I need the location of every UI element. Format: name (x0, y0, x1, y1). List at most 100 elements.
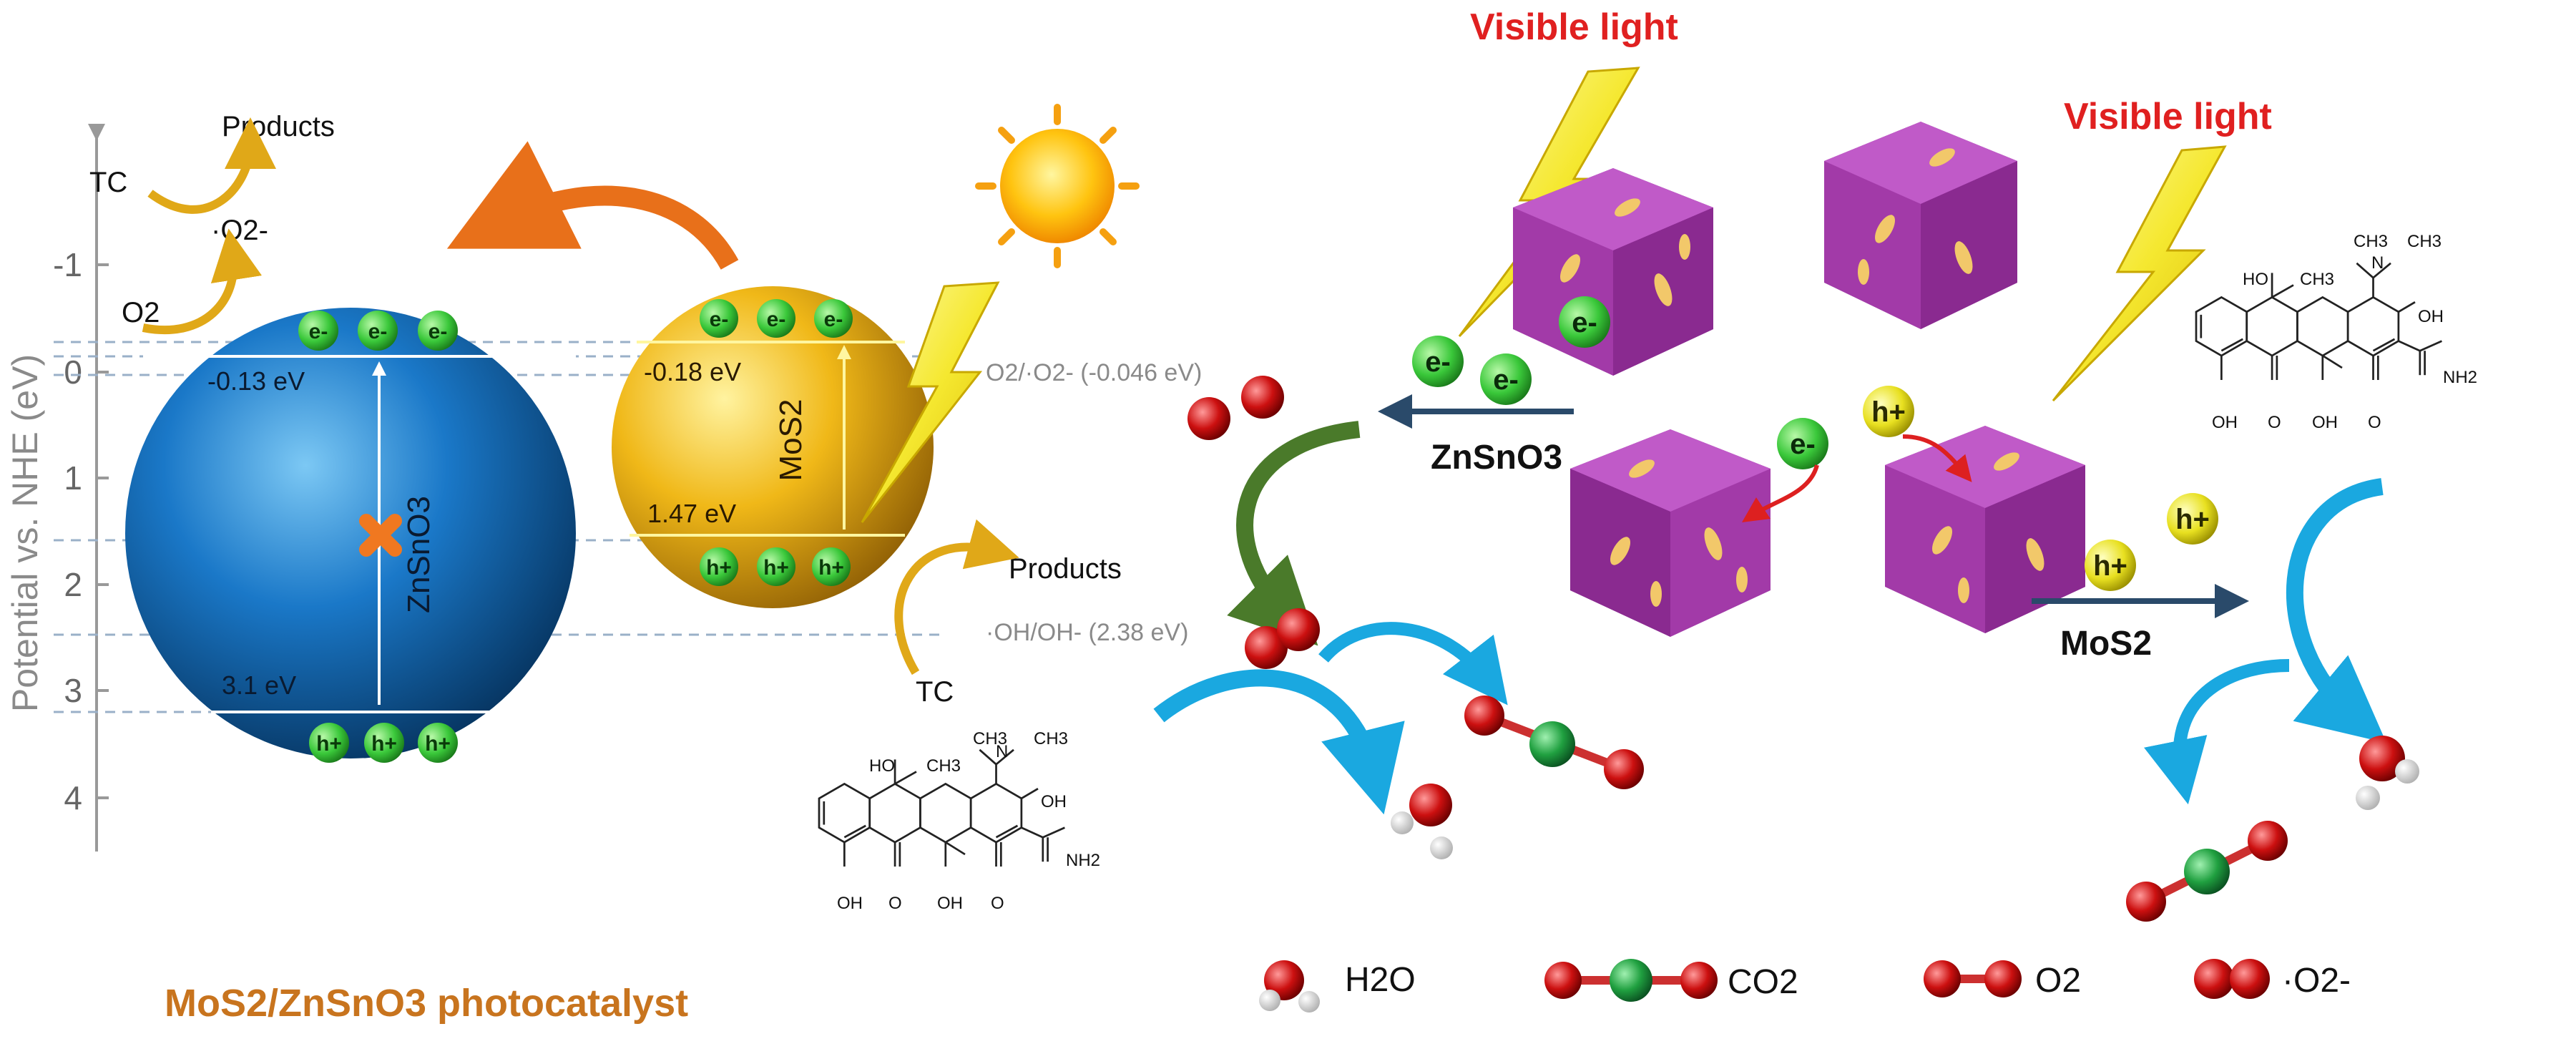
carbon-atom (1610, 959, 1652, 1002)
oxygen-atom (1245, 626, 1288, 669)
legend-label: ·O2- (2282, 962, 2351, 1000)
hydrogen-atom (1298, 991, 1320, 1013)
y-tick-label: 2 (64, 566, 82, 603)
hole-migration-arrow (1902, 434, 1972, 482)
electron-particle (700, 299, 738, 338)
atom-label: OH (1041, 792, 1067, 811)
electron-symbol: e- (368, 320, 388, 343)
electron-symbol: e- (710, 308, 729, 331)
atom-label: O (2268, 413, 2281, 432)
hole-symbol: h+ (425, 732, 451, 756)
mechanism-electrons: e- e- e- e- (1412, 296, 1828, 469)
products-label-right: Products (1009, 553, 1122, 585)
figure-caption: MoS2/ZnSnO3 photocatalyst (165, 982, 688, 1025)
mos2-arrow-label: MoS2 (2060, 625, 2152, 663)
hole-particle (1863, 386, 1914, 437)
oxygen-atom (1984, 960, 2022, 997)
oxygen-atom (1604, 749, 1644, 789)
hole-symbol: h+ (1871, 396, 1906, 428)
y-axis-ticks (97, 263, 109, 799)
visible-light-label-2: Visible light (2064, 96, 2272, 137)
superoxide-label-top: ·O2- (211, 215, 268, 246)
degradation-arrow (2144, 659, 2290, 805)
znsno3-sphere-label: ZnSnO3 (401, 496, 436, 613)
legend-item-o2: O2 (1924, 960, 2081, 1000)
atom-label: CH3 (926, 756, 961, 776)
cube-particle (1824, 122, 2017, 329)
oxygen-atom (1187, 397, 1230, 440)
oxygen-atom (2359, 736, 2405, 781)
reduction-arrow (1227, 421, 1361, 646)
znsno3-holes: h+ h+ h+ (309, 723, 458, 763)
o2-reference-label: O2/·O2- (-0.046 eV) (986, 359, 1202, 386)
electron-particle (1777, 418, 1828, 469)
electron-transfer-arrow (446, 141, 739, 270)
visible-light-label-1: Visible light (1470, 6, 1678, 48)
degradation-arrow (2286, 478, 2387, 743)
tc-degradation-arrow-top (147, 117, 276, 214)
y-tick-label: -1 (53, 246, 82, 283)
cube-particle (1570, 429, 1771, 637)
y-tick-label: 3 (64, 672, 82, 709)
co2-molecule (2126, 821, 2288, 922)
y-tick-label: 1 (64, 459, 82, 497)
oxygen-atom (2230, 959, 2270, 999)
o2-reduction-arrow (142, 228, 263, 335)
electron-particle (418, 311, 458, 351)
oxygen-atom (1264, 960, 1304, 1000)
oxygen-atom (1409, 784, 1452, 826)
oh-reference-label: ·OH/OH- (2.38 eV) (986, 619, 1188, 646)
atom-label: CH3 (2407, 232, 2442, 251)
electron-symbol: e- (1572, 307, 1597, 338)
legend-item-superoxide: ·O2- (2194, 959, 2351, 1000)
electron-particle (1559, 296, 1610, 348)
hydrogen-atom (1259, 990, 1280, 1011)
atom-label: HO (869, 756, 895, 776)
y-tick-label: 0 (64, 353, 82, 391)
znsno3-vb-value: 3.1 eV (222, 670, 296, 700)
cube-particles (1513, 122, 2085, 637)
znsno3-cb-value: -0.13 eV (207, 366, 305, 396)
electron-symbol: e- (824, 308, 843, 331)
electron-symbol: e- (767, 308, 786, 331)
o2-label-top: O2 (122, 297, 160, 328)
electron-symbol: e- (1425, 346, 1451, 378)
oxygen-molecule (1187, 376, 1284, 440)
mos2-holes: h+ h+ h+ (700, 547, 851, 586)
atom-label: O (991, 894, 1004, 913)
hydrogen-atom (2395, 759, 2419, 784)
oxygen-atom (2126, 882, 2166, 922)
mos2-cb-value: -0.18 eV (644, 357, 741, 386)
legend-item-co2: CO2 (1544, 959, 1798, 1002)
hole-particle (309, 723, 349, 763)
tetracycline-labels-right: HO CH3 N CH3 CH3 OH NH2 OH O OH O (2212, 232, 2477, 432)
h2o-molecule (2356, 736, 2419, 810)
hole-particle (2085, 540, 2136, 591)
degradation-arrow (1318, 622, 1508, 706)
znsno3-arrow-label: ZnSnO3 (1431, 439, 1562, 477)
electron-particle (1480, 353, 1532, 405)
hole-particle (700, 547, 738, 586)
tc-degradation-arrow-right (894, 519, 1019, 675)
atom-label: OH (937, 894, 963, 913)
atom-label: OH (2312, 413, 2338, 432)
legend: H2O CO2 O2 ·O2- (1259, 959, 2351, 1013)
legend-label: O2 (2035, 962, 2081, 1000)
products-label-top: Products (222, 111, 335, 142)
electron-symbol: e- (1493, 364, 1519, 396)
cube-particle (1513, 168, 1713, 376)
hole-particle (757, 547, 795, 586)
legend-label: CO2 (1728, 963, 1798, 1001)
hole-particle (418, 723, 458, 763)
hole-symbol: h+ (316, 732, 342, 756)
znsno3-electrons: e- e- e- (298, 311, 458, 351)
hole-symbol: h+ (2175, 504, 2210, 535)
carbon-atom (2184, 849, 2230, 894)
atom-label: O (2368, 413, 2381, 432)
tc-label-right: TC (916, 676, 954, 708)
hydrogen-atom (1430, 836, 1453, 859)
oxygen-atom (1544, 962, 1582, 999)
mechanism-holes: h+ h+ h+ (1863, 386, 2218, 591)
hole-symbol: h+ (2093, 550, 2127, 582)
legend-label: H2O (1345, 961, 1416, 999)
